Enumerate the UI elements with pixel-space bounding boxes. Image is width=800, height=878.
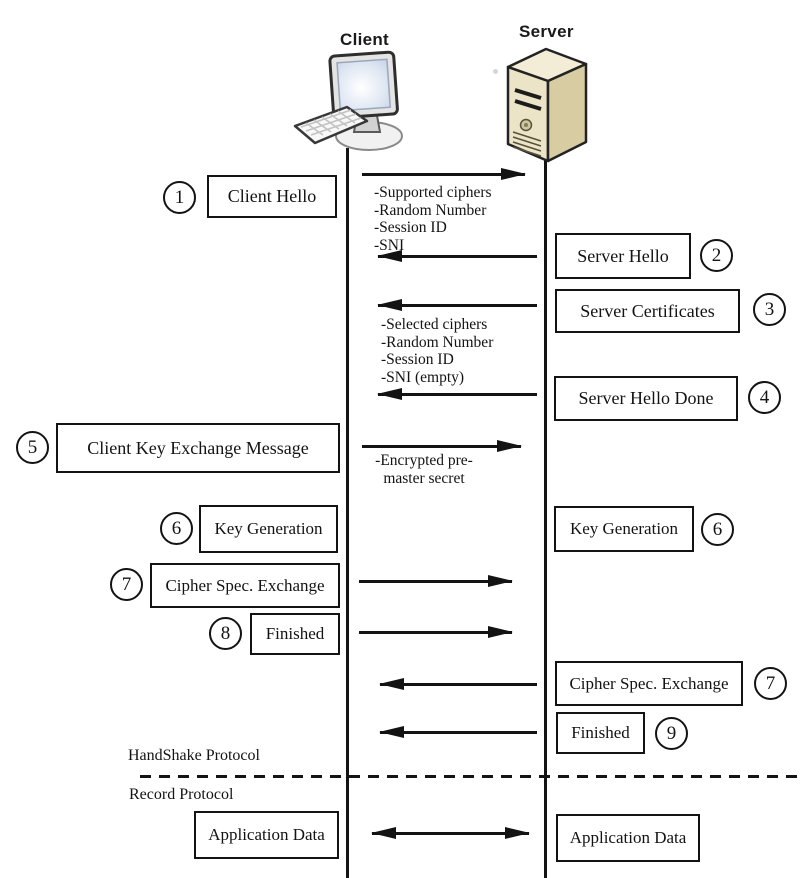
scan-artifact-dot xyxy=(493,69,498,74)
cipher-spec-server-arrow xyxy=(379,678,537,690)
premaster-secret-line: -Encrypted pre- xyxy=(375,452,473,469)
step-8-badge: 8 xyxy=(209,617,242,650)
key-generation-client-box: Key Generation xyxy=(199,505,338,553)
desktop-computer-icon xyxy=(293,50,403,151)
server-hello-arrow xyxy=(377,250,537,262)
application-data-client-box: Application Data xyxy=(194,811,339,859)
server-hello-done-arrow xyxy=(377,388,537,400)
step-5-badge: 5 xyxy=(16,431,49,464)
step-2-badge: 2 xyxy=(700,239,733,272)
cipher-spec-exchange-server-box: Cipher Spec. Exchange xyxy=(555,661,743,706)
step-3-badge: 3 xyxy=(753,293,786,326)
step-7-server-badge: 7 xyxy=(754,667,787,700)
server-hello-box: Server Hello xyxy=(555,233,691,279)
server-tower-icon xyxy=(506,47,588,163)
client-key-exchange-arrow xyxy=(362,440,522,452)
cipher-spec-exchange-client-box: Cipher Spec. Exchange xyxy=(150,563,340,608)
premaster-secret-line: master secret xyxy=(383,469,465,487)
key-generation-server-box: Key Generation xyxy=(554,506,694,552)
server-hello-done-box: Server Hello Done xyxy=(554,376,738,421)
server-actor-label: Server xyxy=(519,22,574,41)
finished-server-box: Finished xyxy=(556,712,645,754)
server-lifeline xyxy=(544,160,547,878)
client-hello-arrow xyxy=(362,168,526,180)
server-certificates-arrow xyxy=(377,299,537,311)
client-hello-param-line: -Random Number xyxy=(374,201,487,219)
client-hello-params: -Supported ciphers -Random Number -Sessi… xyxy=(374,184,492,254)
step-4-badge: 4 xyxy=(748,381,781,414)
client-lifeline xyxy=(346,148,349,878)
step-1-badge: 1 xyxy=(163,181,196,214)
client-actor-label: Client xyxy=(340,30,390,49)
handshake-protocol-label: HandShake Protocol xyxy=(128,747,260,764)
client-hello-param-line: -Session ID xyxy=(374,219,447,236)
server-certificates-box: Server Certificates xyxy=(555,289,740,333)
record-protocol-label: Record Protocol xyxy=(129,786,234,803)
step-6-client-badge: 6 xyxy=(160,512,193,545)
cipher-spec-client-arrow xyxy=(359,575,513,587)
client-hello-param-line: -SNI xyxy=(374,236,405,254)
server-hello-params: -Selected ciphers -Random Number -Sessio… xyxy=(381,316,493,386)
step-6-server-badge: 6 xyxy=(701,513,734,546)
client-hello-param-line: -Supported ciphers xyxy=(374,184,492,201)
application-data-arrow xyxy=(371,827,530,839)
server-hello-param-line: -Random Number xyxy=(381,333,494,351)
client-key-exchange-box: Client Key Exchange Message xyxy=(56,423,340,473)
client-hello-box: Client Hello xyxy=(207,175,337,218)
finished-client-arrow xyxy=(359,626,513,638)
step-9-badge: 9 xyxy=(655,717,688,750)
server-hello-param-line: -Session ID xyxy=(381,351,454,368)
server-hello-param-line: -SNI (empty) xyxy=(381,368,465,386)
premaster-secret-note: -Encrypted pre- master secret xyxy=(366,452,482,487)
application-data-server-box: Application Data xyxy=(556,814,700,862)
protocol-divider-dashed-line xyxy=(140,775,800,778)
server-hello-param-line: -Selected ciphers xyxy=(381,316,488,333)
step-7-client-badge: 7 xyxy=(110,568,143,601)
finished-server-arrow xyxy=(379,726,537,738)
finished-client-box: Finished xyxy=(250,613,340,655)
